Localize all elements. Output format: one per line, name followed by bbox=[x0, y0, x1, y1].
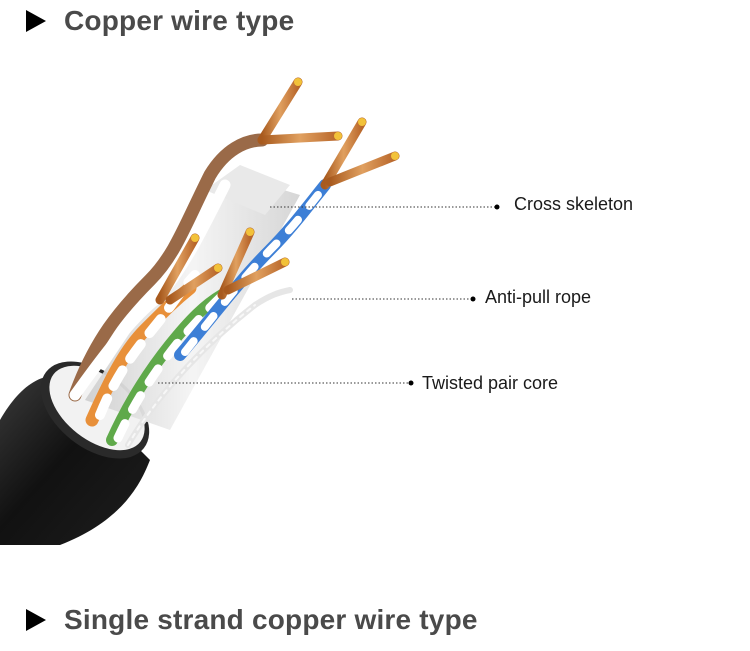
section-title: Single strand copper wire type bbox=[64, 604, 478, 635]
play-triangle-icon bbox=[26, 609, 46, 631]
callout-leaders bbox=[158, 206, 497, 384]
callout-cross-skeleton: Cross skeleton bbox=[514, 194, 634, 214]
callout-anti-pull-rope: Anti-pull rope bbox=[485, 287, 592, 307]
callout-dots bbox=[408, 204, 500, 386]
section-heading-copper-wire: Copper wire type bbox=[26, 5, 294, 37]
section-title: Copper wire type bbox=[64, 5, 295, 36]
callout-twisted-pair-core: Twisted pair core bbox=[422, 373, 559, 393]
twisted-pair-brown bbox=[68, 133, 269, 402]
copper-tips bbox=[191, 78, 399, 272]
anti-pull-rope bbox=[125, 287, 293, 448]
twisted-pair-blue bbox=[174, 178, 332, 361]
section-heading-single-strand: Single strand copper wire type bbox=[26, 604, 478, 636]
copper-conductors bbox=[155, 77, 400, 305]
twisted-pair-green bbox=[106, 288, 230, 446]
play-triangle-icon bbox=[26, 10, 46, 32]
